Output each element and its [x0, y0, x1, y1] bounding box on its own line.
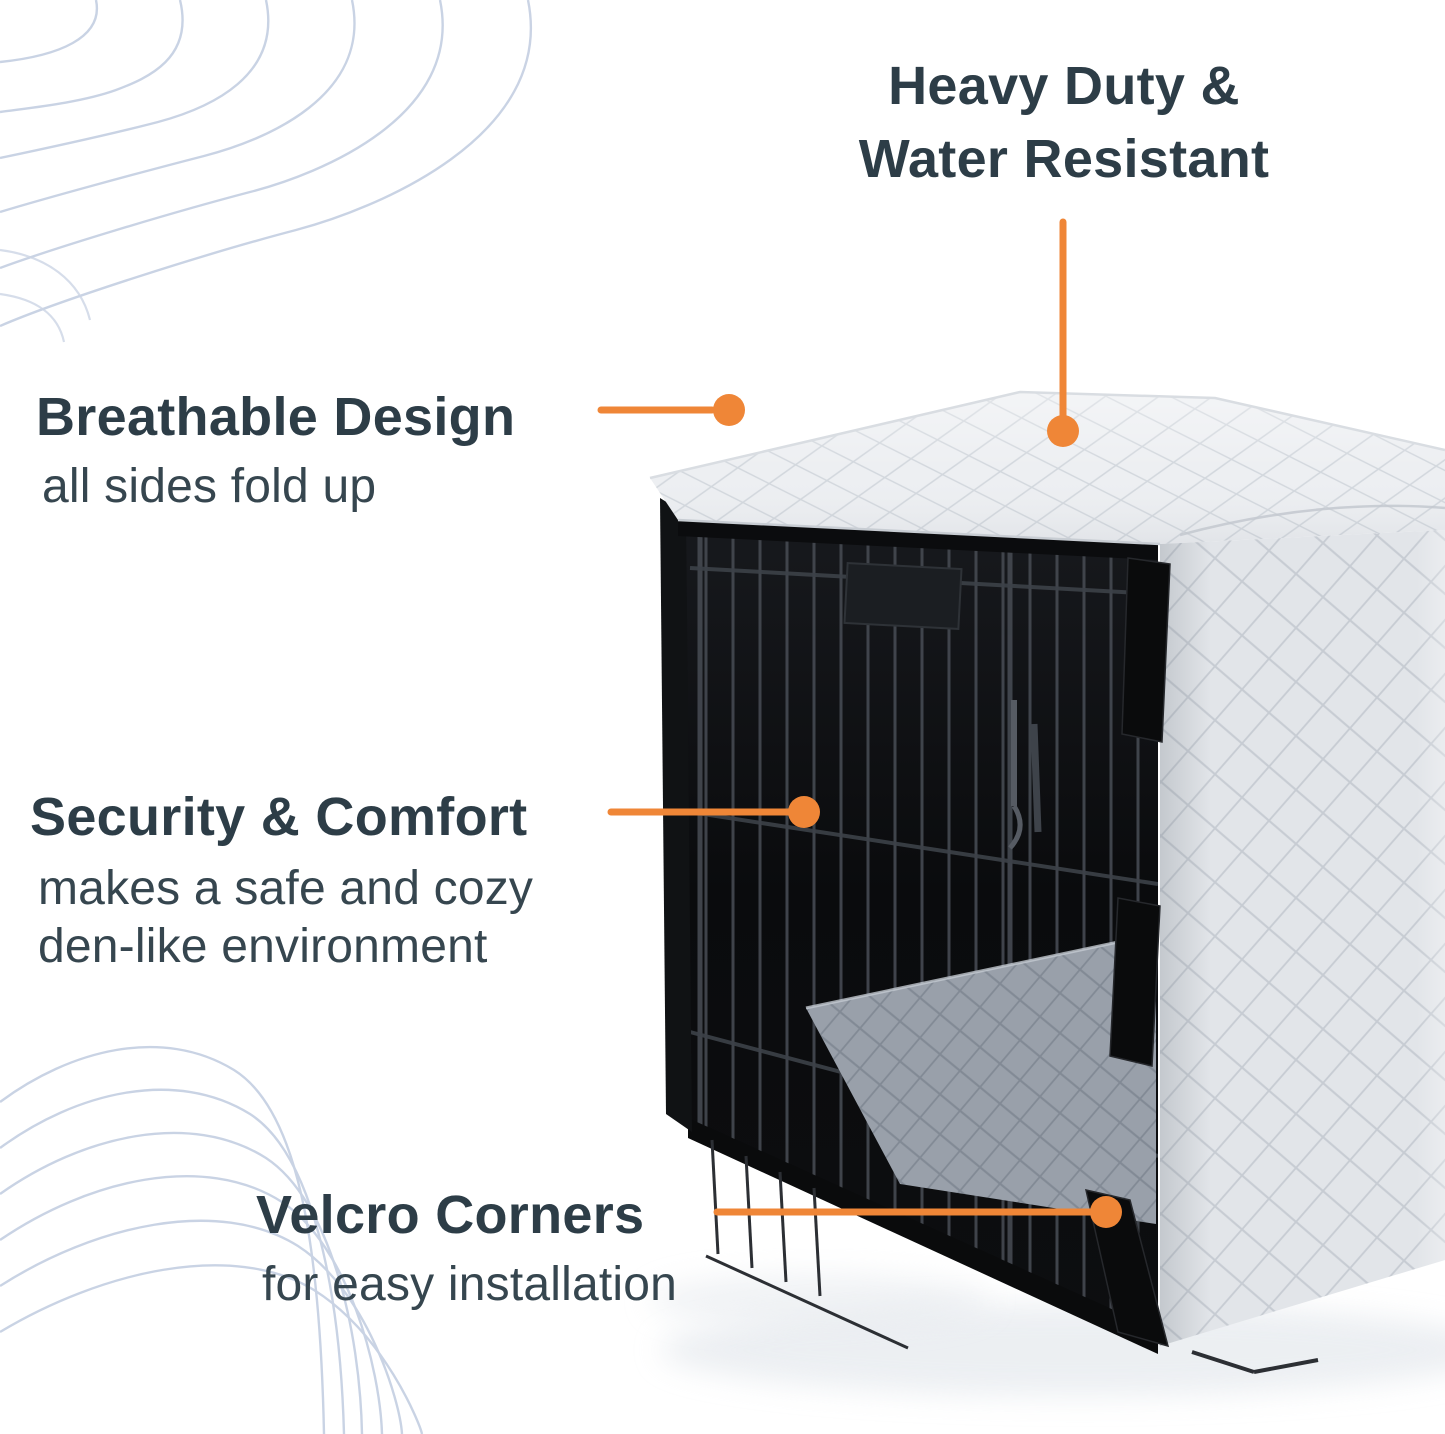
callout-security-title: Security & Comfort	[30, 787, 528, 847]
crate-floor-pad	[806, 934, 1156, 1224]
door-latch	[1008, 700, 1042, 850]
cover-lid-shading	[650, 392, 1445, 544]
callout-lines	[597, 218, 1094, 1216]
velcro-strip-middle	[1109, 897, 1161, 1067]
callout-breathable-subtitle: all sides fold up	[42, 460, 377, 514]
callout-velcro-title: Velcro Corners	[256, 1185, 645, 1245]
callout-security: Security & Comfort makes a safe and cozy…	[30, 782, 533, 975]
callout-dot-heavy-duty	[1047, 415, 1079, 447]
callout-velcro: Velcro Corners for easy installation	[256, 1180, 677, 1314]
callout-breathable-title: Breathable Design	[36, 387, 516, 447]
callout-security-subtitle-line2: den-like environment	[38, 919, 488, 973]
crate-label-plate	[843, 562, 963, 630]
cover-lid-back-edge	[649, 390, 1445, 480]
cover-lid-front-edge	[677, 518, 1161, 546]
callout-heavy-duty-title-line2: Water Resistant	[858, 129, 1270, 190]
pad-top-edge-highlight	[805, 932, 1157, 1010]
callout-dot-breathable	[713, 394, 745, 426]
ground-shadow-left	[650, 1274, 990, 1326]
callout-velcro-subtitle: for easy installation	[262, 1258, 678, 1312]
callout-dot-security	[788, 796, 820, 828]
topleft-wave-lines	[0, 0, 532, 328]
velcro-strips	[1085, 557, 1171, 1348]
cover-lid-fold-seam	[1179, 504, 1445, 537]
crate-bottom-tray	[688, 1118, 1158, 1354]
callout-dot-velcro	[1090, 1196, 1122, 1228]
callout-security-subtitle-line1: makes a safe and cozy	[38, 862, 534, 916]
ground-shadow	[660, 1304, 1445, 1396]
bottomleft-wave-lines	[0, 1045, 424, 1434]
cover-side-panel-shading	[1160, 530, 1445, 1346]
callout-heavy-duty-title-line1: Heavy Duty &	[888, 56, 1240, 116]
velcro-strip-top	[1121, 557, 1171, 743]
velcro-strip-corner	[1085, 1189, 1170, 1348]
callout-heavy-duty: Heavy Duty & Water Resistant	[768, 50, 1360, 197]
left-small-wave-lines	[0, 248, 92, 343]
callout-dots	[713, 394, 1122, 1228]
callout-breathable: Breathable Design all sides fold up	[36, 382, 515, 516]
